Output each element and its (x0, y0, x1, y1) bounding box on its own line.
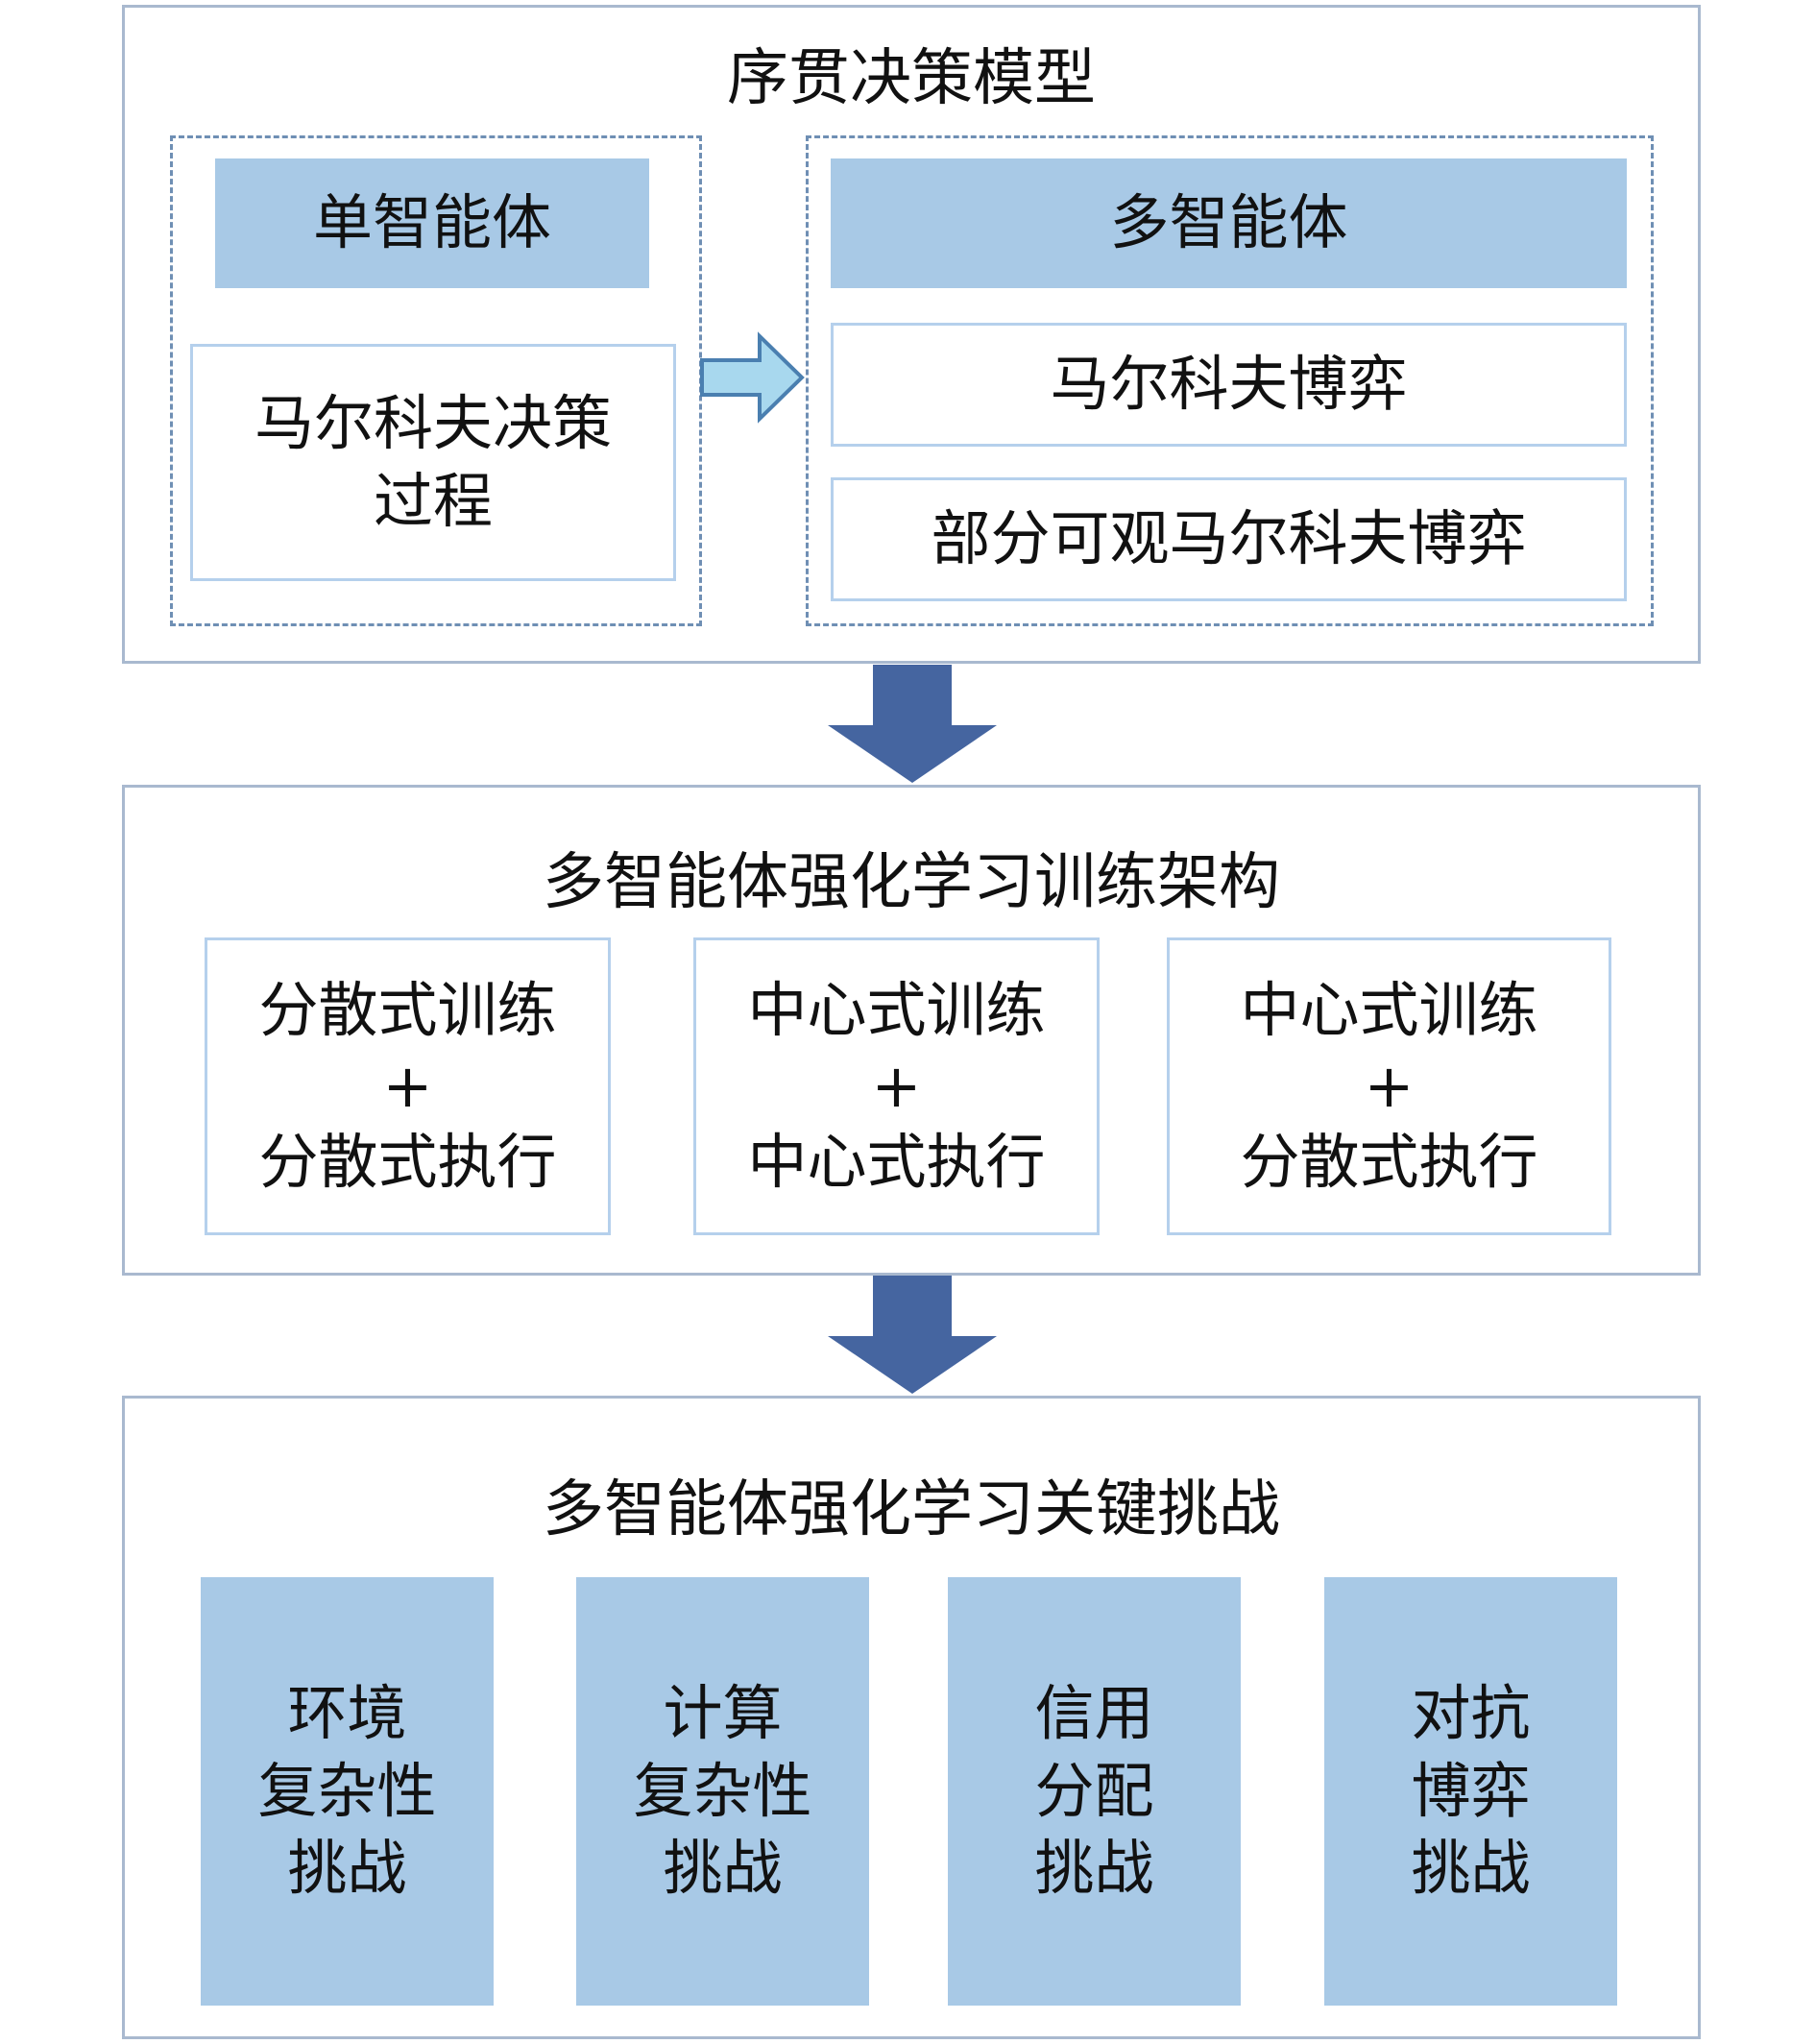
architecture-dtde-plus: + (382, 1051, 433, 1122)
challenge-credit-line-1: 信用 (1034, 1678, 1154, 1749)
mdp-line-1: 马尔科夫决策 (254, 387, 612, 458)
right-arrow-icon (700, 331, 805, 424)
architecture-ctce-bottom: 中心式执行 (747, 1126, 1046, 1197)
challenge-computation: 计算 复杂性 挑战 (576, 1577, 869, 2006)
sequential-decision-title: 序贯决策模型 (727, 43, 1096, 114)
challenge-computation-line-1: 计算 (663, 1678, 783, 1749)
challenge-credit-line-2: 分配 (1034, 1755, 1154, 1826)
training-architecture-panel: 多智能体强化学习训练架构 分散式训练 + 分散式执行 中心式训练 + 中心式执行… (122, 785, 1701, 1276)
challenge-adversarial: 对抗 博弈 挑战 (1324, 1577, 1617, 2006)
architecture-dtde-top: 分散式训练 (258, 974, 557, 1045)
challenge-adversarial-line-3: 挑战 (1411, 1833, 1531, 1904)
architecture-ctce: 中心式训练 + 中心式执行 (693, 937, 1100, 1235)
pomg-box: 部分可观马尔科夫博弈 (831, 477, 1627, 601)
down-arrow-icon-2 (828, 1276, 997, 1394)
key-challenges-title: 多智能体强化学习关键挑战 (543, 1474, 1280, 1545)
architecture-dtde-bottom: 分散式执行 (258, 1126, 557, 1197)
architecture-ctde-top: 中心式训练 (1240, 974, 1538, 1045)
single-agent-header: 单智能体 (215, 158, 649, 288)
down-arrow-icon-1 (828, 665, 997, 783)
key-challenges-panel: 多智能体强化学习关键挑战 环境 复杂性 挑战 计算 复杂性 挑战 信用 分配 挑… (122, 1396, 1701, 2039)
architecture-ctde-plus: + (1364, 1051, 1415, 1122)
architecture-ctde: 中心式训练 + 分散式执行 (1167, 937, 1611, 1235)
architecture-dtde: 分散式训练 + 分散式执行 (205, 937, 611, 1235)
architecture-ctce-plus: + (871, 1051, 922, 1122)
mdp-line-2: 过程 (373, 465, 493, 536)
challenge-credit-line-3: 挑战 (1034, 1833, 1154, 1904)
challenge-computation-line-3: 挑战 (663, 1833, 783, 1904)
challenge-environment-line-2: 复杂性 (257, 1755, 437, 1826)
challenge-credit: 信用 分配 挑战 (948, 1577, 1241, 2006)
training-architecture-title: 多智能体强化学习训练架构 (543, 847, 1280, 918)
architecture-ctde-bottom: 分散式执行 (1240, 1126, 1538, 1197)
challenge-computation-line-2: 复杂性 (633, 1755, 812, 1826)
markov-game-box: 马尔科夫博弈 (831, 323, 1627, 447)
challenge-adversarial-line-2: 博弈 (1411, 1755, 1531, 1826)
multi-agent-header: 多智能体 (831, 158, 1627, 288)
mdp-box: 马尔科夫决策 过程 (190, 344, 676, 581)
challenge-environment: 环境 复杂性 挑战 (201, 1577, 494, 2006)
architecture-ctce-top: 中心式训练 (747, 974, 1046, 1045)
sequential-decision-panel: 序贯决策模型 单智能体 马尔科夫决策 过程 多智能体 马尔科夫博弈 部分可观马尔… (122, 5, 1701, 664)
multi-agent-group (806, 135, 1654, 626)
challenge-adversarial-line-1: 对抗 (1411, 1678, 1531, 1749)
challenge-environment-line-3: 挑战 (287, 1833, 407, 1904)
challenge-environment-line-1: 环境 (287, 1678, 407, 1749)
